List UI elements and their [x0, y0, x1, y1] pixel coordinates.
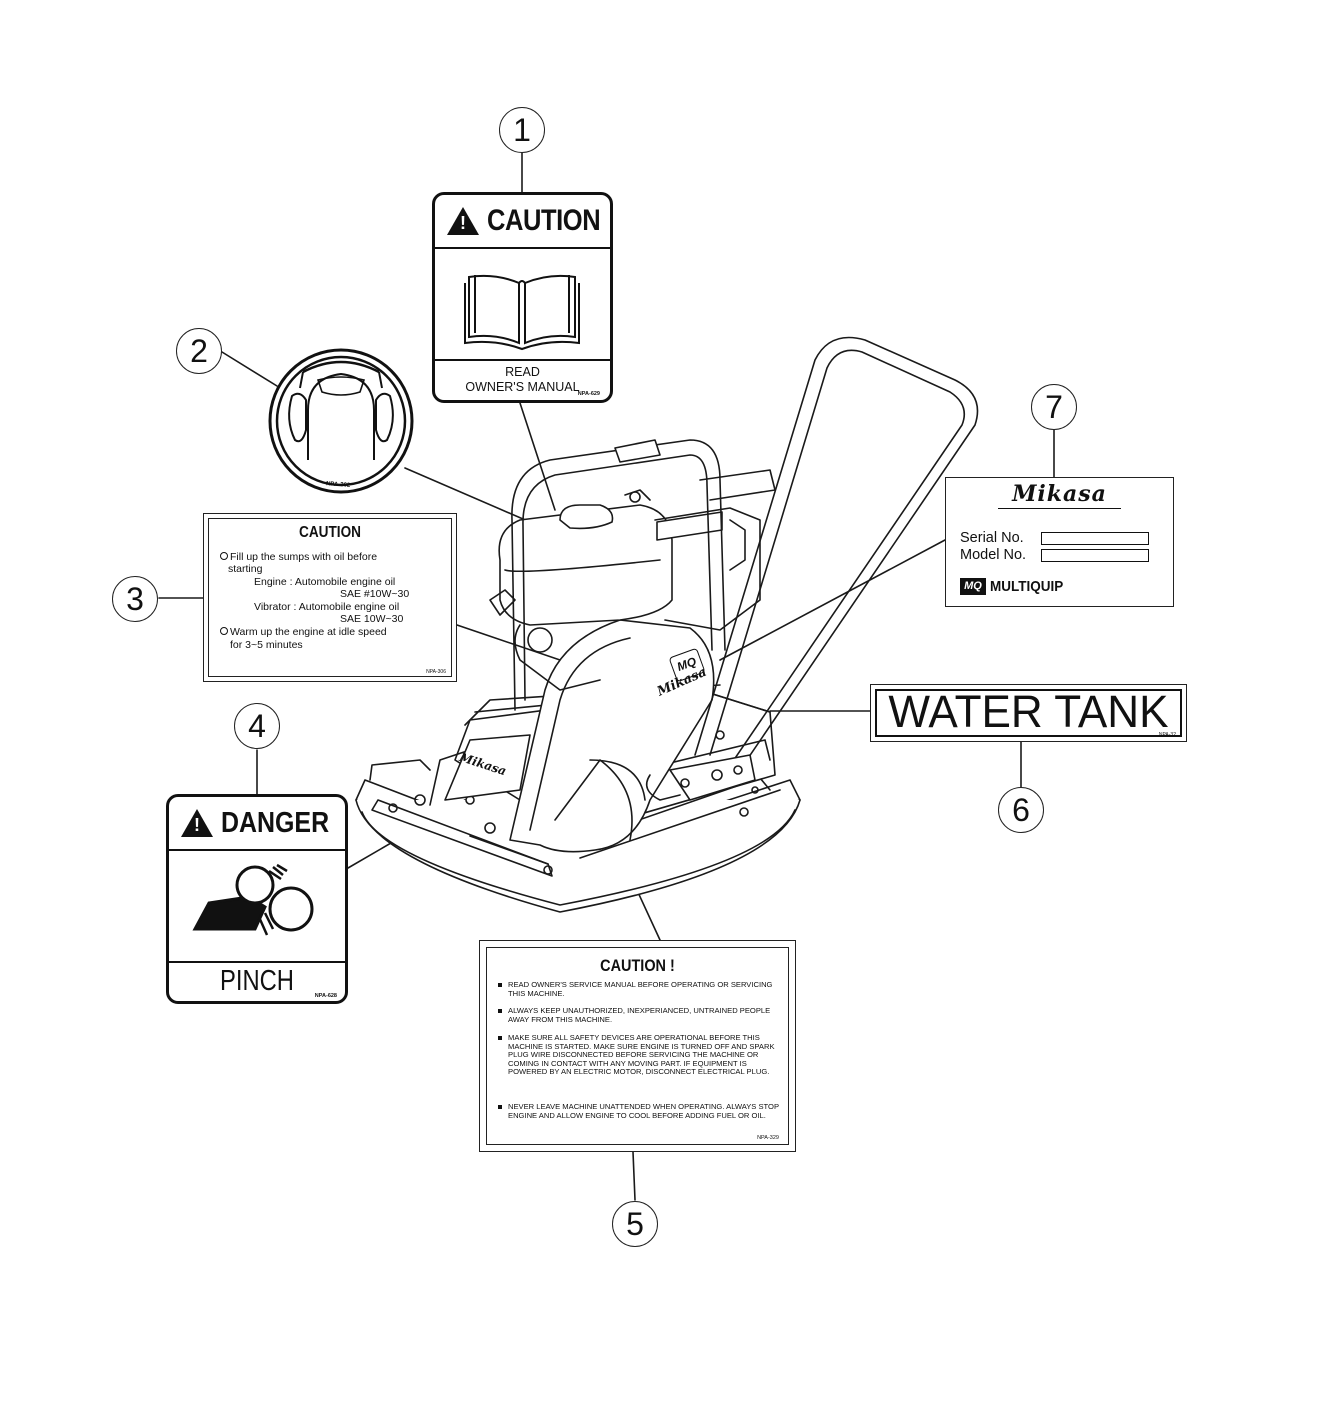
model-number-label: Model No.	[960, 547, 1027, 563]
decal-6-code: NPA-32	[1158, 732, 1176, 738]
decal-1-signal-word: CAUTION	[487, 204, 601, 237]
warning-triangle-icon: !	[181, 809, 213, 837]
base-plate	[355, 759, 801, 913]
bullet-icon	[498, 1036, 502, 1040]
open-book-icon	[435, 247, 610, 359]
decal-1-line2: OWNER'S MANUAL	[465, 380, 580, 394]
decal-1-line1: READ	[505, 365, 540, 379]
decal-3-line: Engine : Automobile engine oil	[254, 576, 396, 588]
decal-3-line: Warm up the engine at idle speed	[220, 626, 387, 638]
decal-serial-plate: Mikasa Serial No. Model No. MQ MULTIQUIP	[945, 477, 1174, 607]
decal-1-code: NPA-629	[577, 391, 600, 397]
model-number-box	[1041, 549, 1149, 562]
decal-1-header: ! CAUTION	[435, 195, 610, 249]
decal-7-brand: Mikasa	[1012, 481, 1107, 507]
leader-line-5	[632, 1151, 636, 1201]
decal-water-tank: WATER TANK NPA-32	[870, 684, 1187, 742]
decal-1-text: READ OWNER'S MANUAL	[435, 365, 610, 395]
decal-safety-caution: CAUTION ! READ OWNER'S SERVICE MANUAL BE…	[479, 940, 796, 1152]
decal-7-maker: MULTIQUIP	[990, 578, 1064, 595]
leader-line-7b	[719, 539, 946, 661]
callout-4: 4	[234, 703, 280, 749]
decal-3-line: SAE #10W~30	[340, 588, 410, 600]
decal-3-inner-border	[208, 518, 452, 677]
decal-3-line: Fill up the sumps with oil before	[220, 551, 377, 563]
decal-5-title: CAUTION !	[600, 956, 675, 975]
decal-5-item: ALWAYS KEEP UNAUTHORIZED, INEXPERIANCED,…	[498, 1006, 788, 1024]
decal-3-title: CAUTION	[299, 524, 361, 541]
operating-handle	[645, 336, 979, 801]
decal-2-pictogram	[268, 348, 414, 494]
decal-3-line: SAE 10W~30	[340, 613, 404, 625]
leader-line-2	[221, 351, 278, 387]
leader-line-3b	[456, 624, 561, 661]
callout-3: 3	[112, 576, 158, 622]
decal-5-inner-border	[486, 947, 789, 1145]
decal-7-brand-underline	[998, 508, 1121, 509]
callout-1: 1	[499, 107, 545, 153]
decal-3-line: starting	[228, 563, 263, 575]
bullet-icon	[498, 983, 502, 987]
decal-6-inner-border	[875, 689, 1182, 737]
decal-3-line: Vibrator : Automobile engine oil	[254, 601, 400, 613]
serial-number-label: Serial No.	[960, 530, 1024, 546]
serial-number-box	[1041, 532, 1149, 545]
decal-4-header: ! DANGER	[169, 797, 345, 851]
belt-cover	[444, 619, 715, 853]
callout-2: 2	[176, 328, 222, 374]
bullet-icon	[220, 627, 228, 635]
decal-3-line: for 3~5 minutes	[230, 639, 303, 651]
decal-5-code: NPA-329	[757, 1135, 779, 1141]
decal-4-rule	[169, 961, 345, 963]
decal-4-caption: PINCH POINT	[219, 965, 294, 1001]
pinch-point-icon	[169, 849, 345, 961]
callout-5: 5	[612, 1201, 658, 1247]
mq-logo-icon: MQ	[960, 578, 986, 595]
warning-triangle-icon: !	[447, 207, 479, 235]
engine	[489, 489, 761, 691]
lifting-frame	[511, 439, 776, 711]
decal-5-item: READ OWNER'S SERVICE MANUAL BEFORE OPERA…	[498, 980, 788, 998]
decal-3-code: NPA-306	[426, 669, 446, 675]
decal-oil-caution: CAUTION Fill up the sumps with oil befor…	[203, 513, 457, 682]
callout-7: 7	[1031, 384, 1077, 430]
decal-read-manual: ! CAUTION READ OWNER'S MANUAL NPA-629	[432, 192, 613, 403]
decal-4-signal-word: DANGER	[221, 806, 330, 839]
decal-pinch-point: ! DANGER PINCH POINT NPA-628	[166, 794, 348, 1004]
leader-line-1b	[519, 402, 556, 511]
bullet-icon	[498, 1009, 502, 1013]
decal-5-item: NEVER LEAVE MACHINE UNATTENDED WHEN OPER…	[498, 1102, 788, 1120]
decal-6-text: WATER TANK	[888, 686, 1169, 737]
bullet-icon	[498, 1105, 502, 1109]
callout-6: 6	[998, 787, 1044, 833]
bullet-icon	[220, 552, 228, 560]
decal-4-code: NPA-628	[314, 993, 337, 999]
decal-5-item: MAKE SURE ALL SAFETY DEVICES ARE OPERATI…	[498, 1033, 788, 1077]
decal-1-rule	[435, 359, 610, 361]
